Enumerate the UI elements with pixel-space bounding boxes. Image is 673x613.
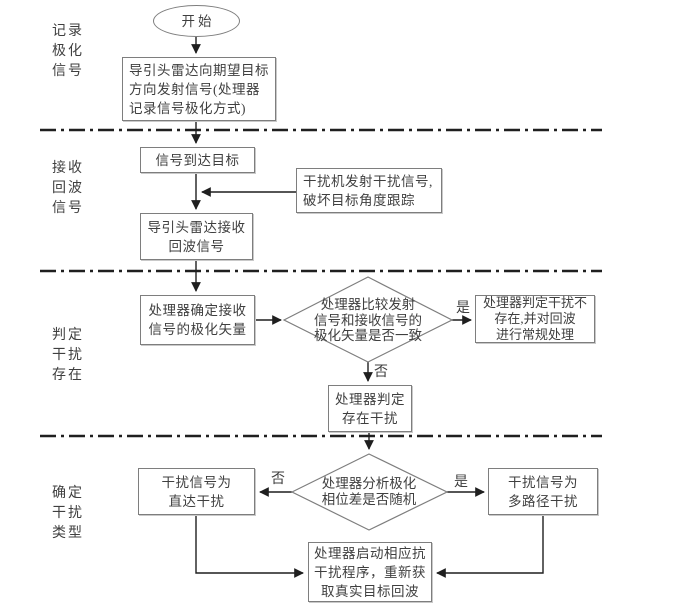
process-multipath-jamming: 干扰信号为 多路径干扰	[488, 468, 598, 515]
arrow-multipath-to-antijam	[436, 515, 544, 578]
process-transmit-signal: 导引头雷达向期望目标 方向发射信号(处理器 记录信号极化方式)	[122, 57, 276, 121]
process-direct-jamming: 干扰信号为 直达干扰	[138, 468, 255, 515]
start-node: 开始	[153, 5, 240, 37]
process-no-jamming: 处理器判定干扰不 存在,并对回波 进行常规处理	[475, 295, 595, 343]
process-jamming-exists: 处理器判定 存在干扰	[328, 385, 412, 432]
process-determine-vector: 处理器确定接收 信号的极化矢量	[140, 295, 255, 345]
section-label-record-polarization: 记录 极化 信号	[52, 24, 84, 79]
section-label-receive-echo: 接收 回波 信号	[52, 161, 84, 216]
section-label-determine-type: 确定 干扰 类型	[52, 486, 84, 541]
process-anti-jamming: 处理器启动相应抗 干扰程序，重新获 取真实目标回波	[308, 542, 432, 602]
decision-compare-outline	[282, 276, 454, 363]
section-label-judge-jamming: 判定 干扰 存在	[52, 328, 84, 383]
process-signal-arrives: 信号到达目标	[140, 147, 255, 173]
branch-label-compare-no: 否	[374, 365, 388, 380]
decision-analyze-outline	[290, 453, 449, 531]
branch-label-analyze-no: 否	[271, 472, 285, 487]
decision-compare-text: 处理器比较发射 信号和接收信号的 极化矢量是否一致	[314, 297, 422, 343]
branch-label-compare-yes: 是	[456, 301, 470, 316]
branch-label-analyze-yes: 是	[454, 475, 468, 490]
decision-analyze-text: 处理器分析极化 相位差是否随机	[321, 476, 417, 507]
process-receive-echo: 导引头雷达接收 回波信号	[140, 213, 253, 260]
process-jammer-emits: 干扰机发射干扰信号, 破坏目标角度跟踪	[296, 168, 442, 213]
arrow-direct-to-antijam	[195, 515, 304, 578]
